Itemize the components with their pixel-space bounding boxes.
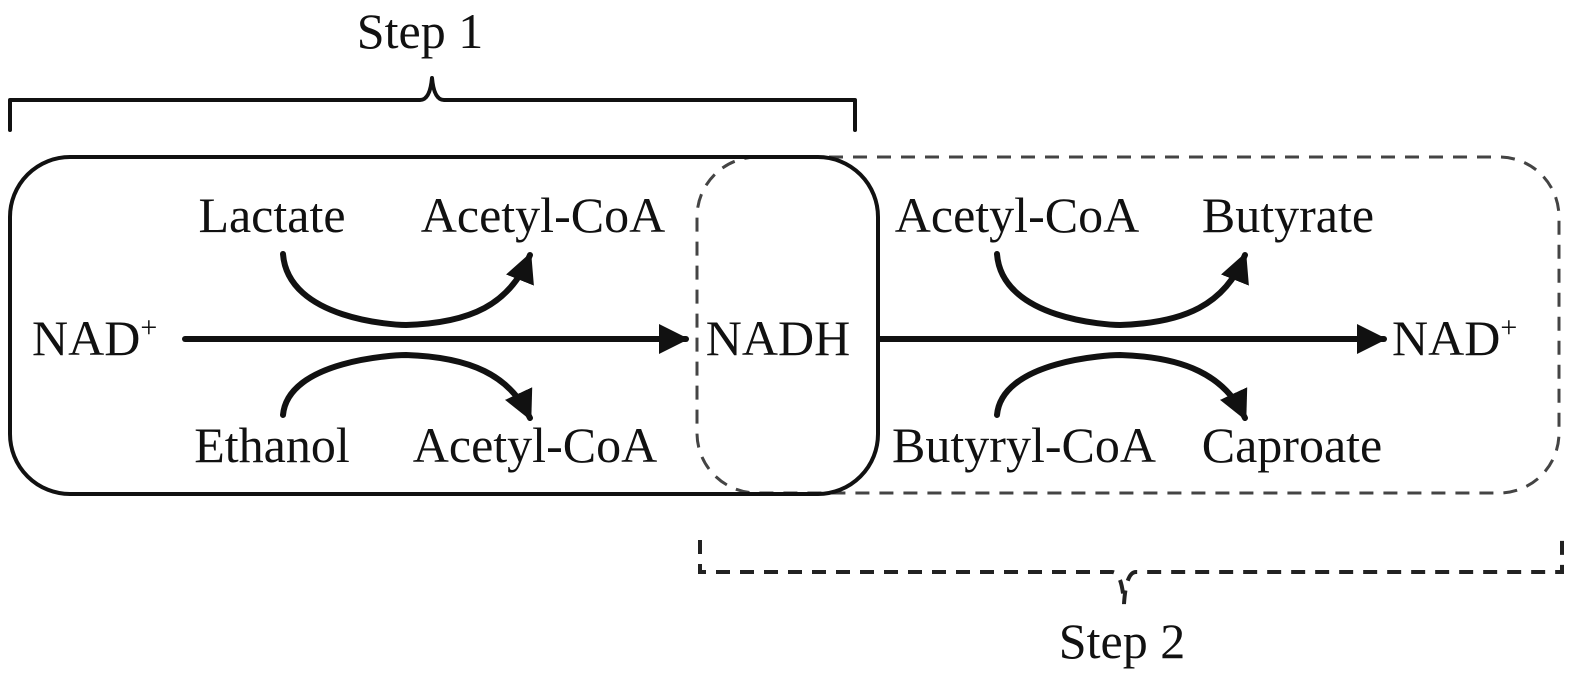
- step1-box: [8, 155, 880, 496]
- step2-acetyl-coa-label: Acetyl-CoA: [895, 187, 1139, 243]
- nad-right-text: NAD: [1392, 310, 1500, 366]
- step2-bracket: [698, 540, 1564, 605]
- lactate-label: Lactate: [198, 187, 345, 243]
- nadh-label: NADH: [706, 310, 850, 366]
- butyryl-coa-label: Butyryl-CoA: [892, 417, 1156, 473]
- nad-right-superscript: +: [1500, 311, 1517, 344]
- butyryl-coa-curve-arrow: [994, 351, 1248, 421]
- butyrate-label: Butyrate: [1202, 187, 1374, 243]
- nad-left-text: NAD: [32, 310, 140, 366]
- nad-left-superscript: +: [140, 311, 157, 344]
- nad-left-label: NAD+: [32, 310, 157, 366]
- acetyl-coa-bottom-label: Acetyl-CoA: [413, 417, 657, 473]
- step2-label: Step 2: [1059, 613, 1185, 669]
- step1-label: Step 1: [357, 3, 483, 59]
- nad-right-label: NAD+: [1392, 310, 1517, 366]
- acetyl-coa-curve-arrow: [994, 251, 1249, 329]
- step2-box: [695, 155, 1561, 495]
- lactate-curve-arrow: [280, 251, 534, 329]
- caproate-label: Caproate: [1202, 417, 1382, 473]
- ethanol-curve-arrow: [280, 351, 533, 421]
- step1-bracket: [8, 76, 857, 132]
- acetyl-coa-top-label: Acetyl-CoA: [421, 187, 665, 243]
- ethanol-label: Ethanol: [194, 417, 350, 473]
